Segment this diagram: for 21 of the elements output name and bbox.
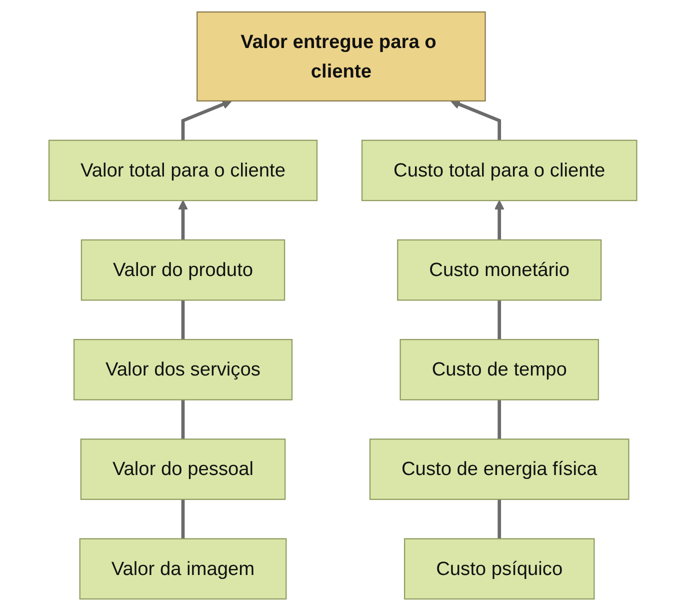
node-box: Custo psíquico: [404, 538, 595, 600]
connector: [181, 400, 185, 440]
connector: [181, 300, 185, 340]
node-box: Custo de energia física: [370, 438, 630, 500]
node-box: Valor total para o cliente: [48, 140, 318, 202]
connector: [498, 400, 502, 440]
connector: [498, 499, 502, 539]
node-box: Valor do pessoal: [80, 438, 286, 500]
connector: [498, 300, 502, 340]
node-box: Custo de tempo: [400, 338, 600, 400]
node-box: Custo total para o cliente: [362, 140, 638, 202]
node-box: Valor dos serviços: [74, 338, 293, 400]
arrow: [178, 200, 188, 240]
arrow: [181, 100, 232, 140]
node-box: Valor entregue para o cliente: [196, 11, 486, 102]
node-box: Valor da imagem: [79, 538, 287, 600]
node-box: Valor do produto: [81, 239, 286, 301]
node-box: Custo monetário: [397, 239, 602, 301]
arrow: [450, 100, 502, 140]
arrow: [494, 200, 504, 240]
connector: [181, 499, 185, 539]
